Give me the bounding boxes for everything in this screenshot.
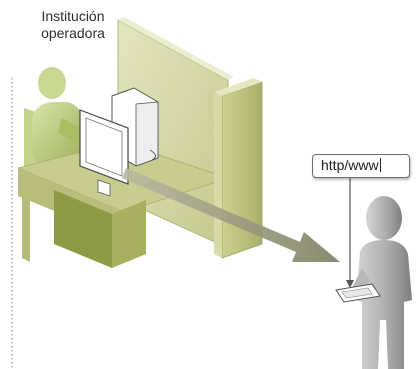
computer-workstation [79, 87, 159, 197]
url-box: http/www [312, 154, 410, 178]
operator-label-line2: operadora [41, 25, 105, 41]
url-pointer-arrowhead [346, 280, 354, 288]
operator-label: Institución operadora [18, 8, 128, 42]
connection-arrow [122, 168, 340, 262]
url-text: http/www [321, 157, 379, 173]
text-caret [379, 158, 381, 172]
operator-label-line1: Institución [41, 8, 105, 24]
user-figure [335, 196, 412, 369]
